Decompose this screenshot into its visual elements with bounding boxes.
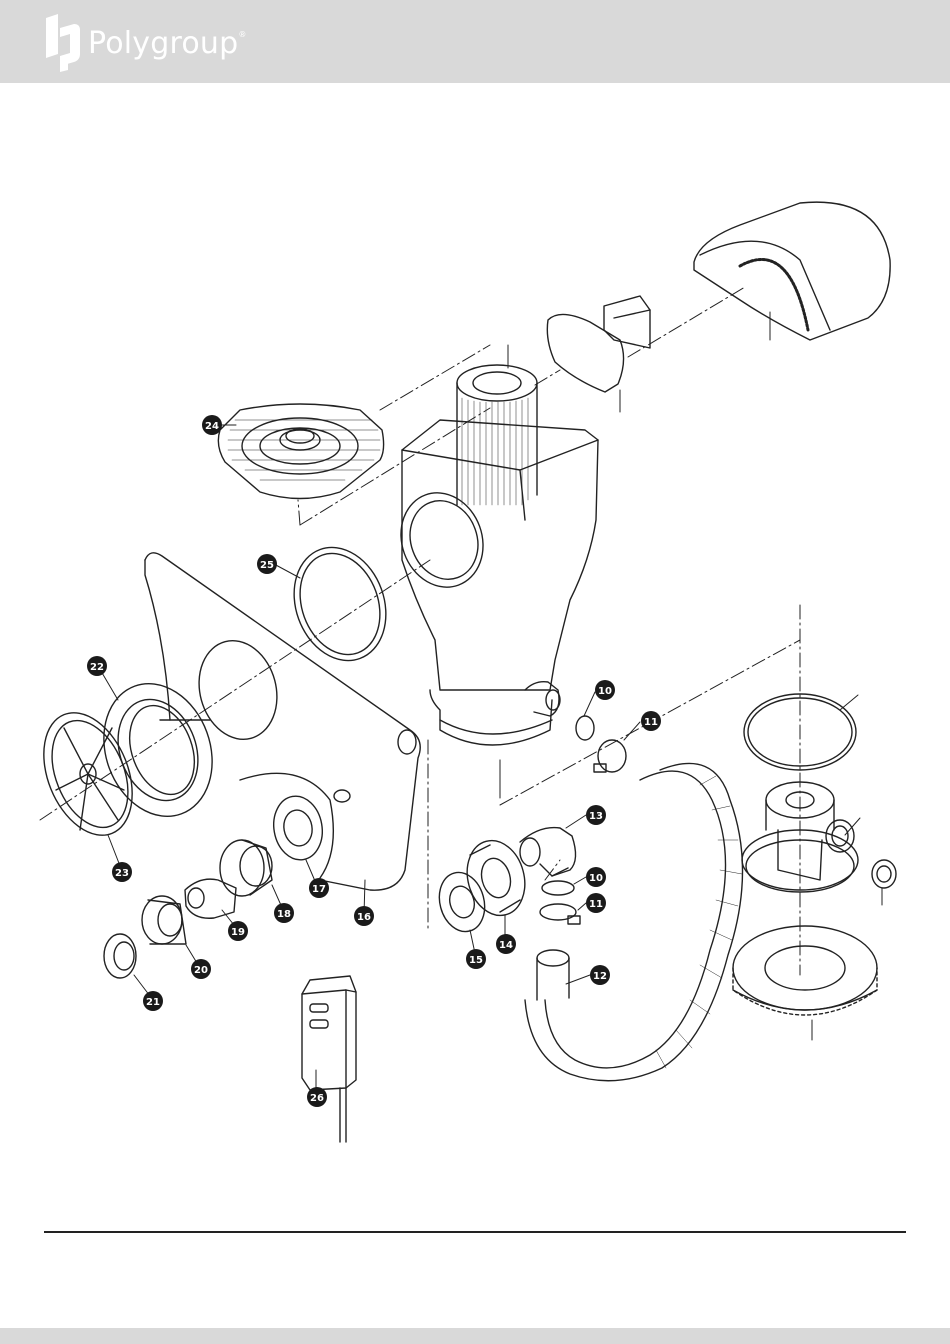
svg-text:16: 16 (357, 912, 371, 923)
callout-17: 17 (309, 878, 329, 898)
gasket-ring-part (279, 534, 401, 673)
svg-text:13: 13 (589, 811, 603, 822)
hose-clamp-upper-part (598, 740, 626, 772)
callout-14: 14 (496, 934, 516, 954)
svg-text:21: 21 (146, 997, 160, 1008)
callout-11-upper: 11 (641, 711, 661, 731)
footer-bar (0, 1328, 950, 1344)
axis-lines (40, 287, 800, 975)
callouts: 24 25 22 23 10 11 13 10 11 12 14 15 16 1… (87, 415, 661, 1107)
callout-15: 15 (466, 949, 486, 969)
callout-20: 20 (191, 959, 211, 979)
svg-text:17: 17 (312, 884, 326, 895)
svg-text:11: 11 (589, 899, 603, 910)
threaded-flange-part (459, 834, 533, 922)
svg-text:26: 26 (310, 1093, 324, 1104)
svg-text:25: 25 (260, 560, 274, 571)
callout-21: 21 (143, 991, 163, 1011)
gear-lock-ring-part (733, 926, 877, 1015)
threaded-connector-part (220, 840, 272, 896)
svg-text:14: 14 (499, 940, 513, 951)
svg-text:15: 15 (469, 955, 483, 966)
callout-13: 13 (586, 805, 606, 825)
skimmer-basket-part (218, 404, 383, 499)
elbow-fitting-part (520, 828, 576, 876)
callout-18: 18 (274, 903, 294, 923)
filter-cartridge-part (457, 365, 537, 505)
nozzle-part (185, 879, 236, 918)
svg-text:20: 20 (194, 965, 208, 976)
svg-text:24: 24 (205, 421, 219, 432)
o-ring-upper-part (576, 716, 594, 740)
svg-text:12: 12 (593, 971, 607, 982)
flap-valve-part (547, 296, 650, 392)
callout-23: 23 (112, 862, 132, 882)
footer-divider (44, 1231, 906, 1233)
small-gasket-part (269, 792, 327, 863)
callout-22: 22 (87, 656, 107, 676)
o-ring-lower-part (542, 881, 574, 895)
hose-cuff-part (537, 950, 569, 1000)
threaded-ring-part (86, 668, 230, 831)
callout-25: 25 (257, 554, 277, 574)
svg-text:11: 11 (644, 717, 658, 728)
washer-part (104, 934, 136, 978)
callout-26: 26 (307, 1087, 327, 1107)
hose-part (525, 763, 743, 1080)
lock-nut-part (142, 896, 186, 944)
small-seal-ring-part (872, 860, 896, 888)
callout-10-upper: 10 (595, 680, 615, 700)
pump-housing-part (388, 420, 598, 745)
svg-text:18: 18 (277, 909, 291, 920)
svg-text:22: 22 (90, 662, 104, 673)
callout-16: 16 (354, 906, 374, 926)
callout-12: 12 (590, 965, 610, 985)
lid-part (694, 202, 890, 340)
callout-10-lower: 10 (586, 867, 606, 887)
svg-text:19: 19 (231, 927, 245, 938)
callout-24: 24 (202, 415, 222, 435)
svg-text:10: 10 (589, 873, 603, 884)
svg-text:10: 10 (598, 686, 612, 697)
hose-clamp-lower-part (540, 904, 576, 920)
callout-19: 19 (228, 921, 248, 941)
callout-11-lower: 11 (586, 893, 606, 913)
svg-text:23: 23 (115, 868, 129, 879)
grill-cover-part (27, 700, 149, 849)
power-switch-box-part (302, 976, 356, 1142)
